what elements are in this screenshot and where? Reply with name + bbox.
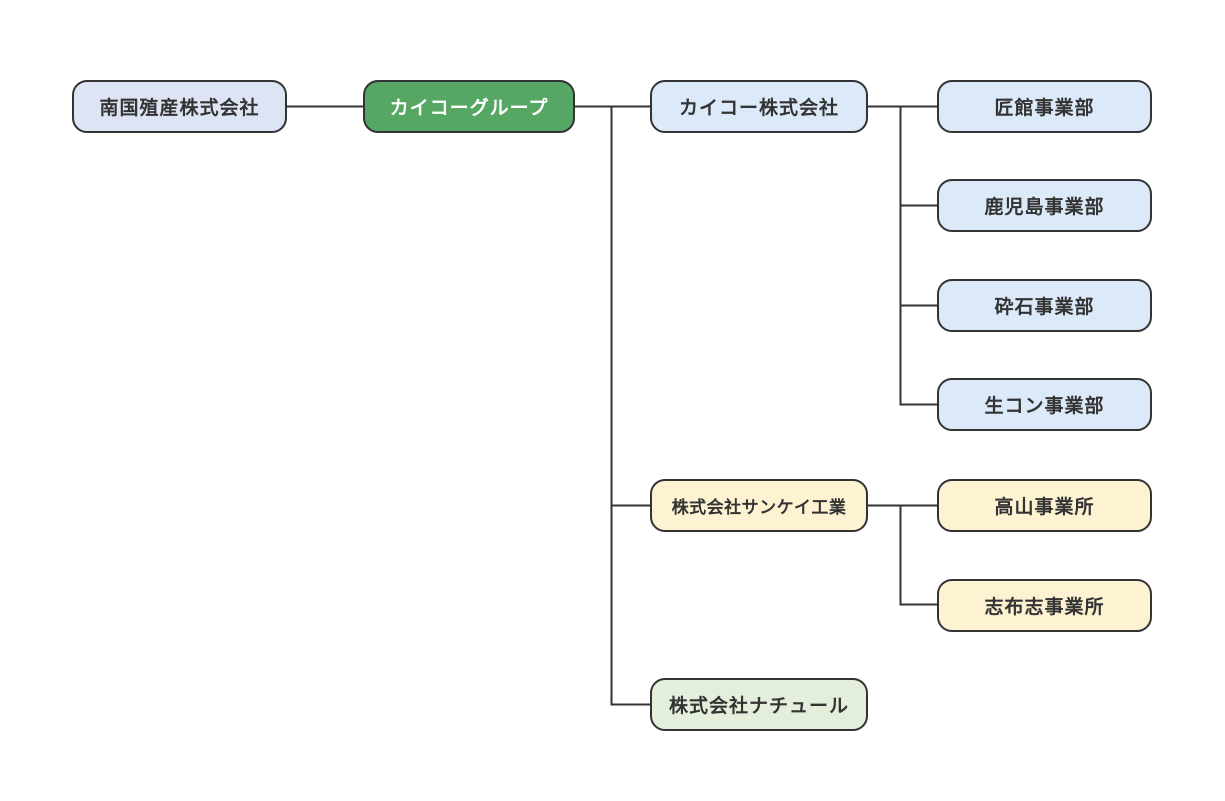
org-node-kaiko-kk: カイコー株式会社	[650, 80, 868, 133]
org-node-nature: 株式会社ナチュール	[650, 678, 868, 731]
org-node-saiseki: 砕石事業部	[937, 279, 1152, 332]
org-node-kaiko-group: カイコーグループ	[363, 80, 575, 133]
org-node-shibushi: 志布志事業所	[937, 579, 1152, 632]
org-node-kagoshima: 鹿児島事業部	[937, 179, 1152, 232]
org-node-takumikan: 匠館事業部	[937, 80, 1152, 133]
org-node-namacon: 生コン事業部	[937, 378, 1152, 431]
org-node-sankei: 株式会社サンケイ工業	[650, 479, 868, 532]
org-node-takayama: 高山事業所	[937, 479, 1152, 532]
org-node-nangoku: 南国殖産株式会社	[72, 80, 287, 133]
